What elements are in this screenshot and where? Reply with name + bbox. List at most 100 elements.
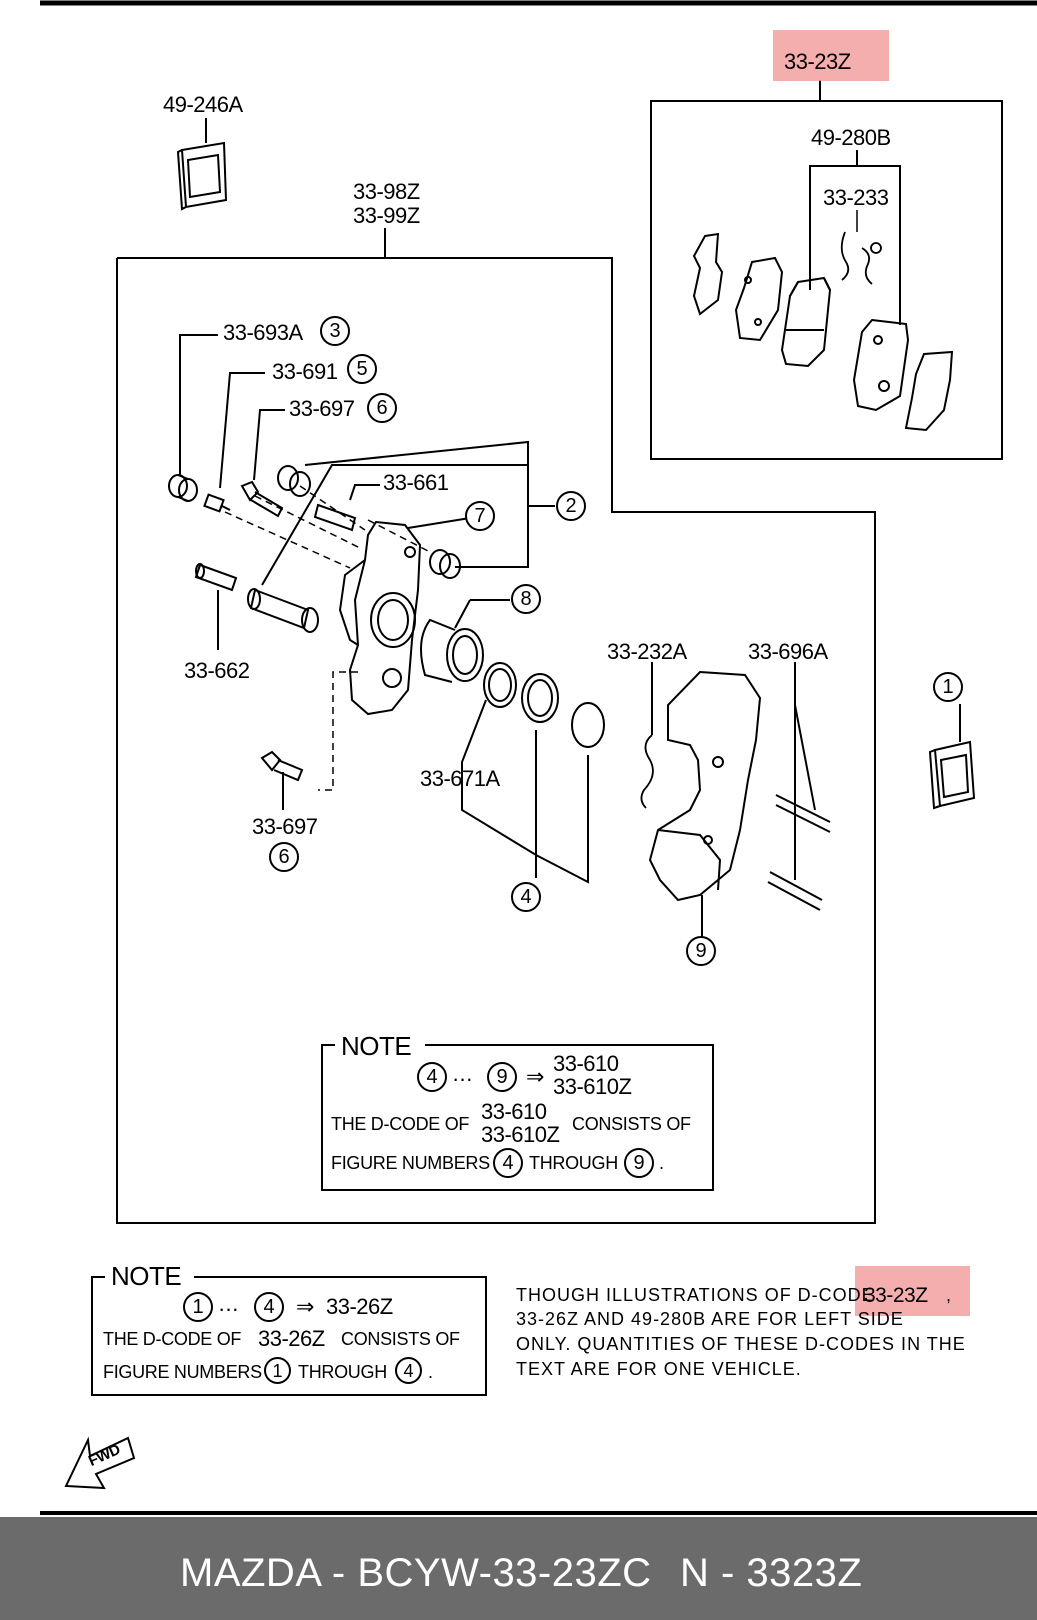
pad-kit-bracket <box>809 165 901 325</box>
label-33696A[interactable]: 33-696A <box>748 639 828 664</box>
note1-line3-mid: THROUGH <box>529 1153 618 1173</box>
bracket-4 <box>461 699 537 857</box>
callout-6-bottom[interactable]: 6 <box>269 842 299 872</box>
note2-code: 33-26Z <box>326 1294 393 1319</box>
label-3398Z[interactable]: 33-98Z <box>353 179 420 204</box>
note2-frame <box>91 1276 487 1396</box>
shim-left <box>692 232 724 316</box>
shim-inner-left <box>734 256 784 342</box>
label-33662[interactable]: 33-662 <box>184 658 250 683</box>
note1-line3-end: . <box>659 1153 664 1173</box>
label-33693A[interactable]: 33-693A <box>223 320 303 345</box>
label-33691[interactable]: 33-691 <box>272 359 338 384</box>
note2-line2-code: 33-26Z <box>258 1326 325 1351</box>
label-33232A[interactable]: 33-232A <box>607 639 687 664</box>
footer-bar: MAZDA - BCYW-33-23ZC N - 3323Z <box>0 1517 1037 1620</box>
shim-right <box>904 350 954 432</box>
parts-diagram <box>40 0 1037 1515</box>
pad-right <box>852 318 910 412</box>
bleeder-33691 <box>203 493 231 513</box>
note2-line2-post: CONSISTS OF <box>341 1329 460 1349</box>
highlight-note-code <box>855 1266 970 1316</box>
callout-6-top[interactable]: 6 <box>367 393 397 423</box>
note2-line3-from: 1 <box>264 1357 291 1384</box>
o-ring <box>571 702 605 748</box>
pad-kit-frame <box>650 100 1003 460</box>
note1-line2-code-a: 33-610 <box>481 1099 547 1124</box>
callout-2[interactable]: 2 <box>556 491 586 521</box>
bolt-33697b <box>260 750 304 782</box>
note2-line2-pre: THE D-CODE OF <box>103 1329 242 1349</box>
note1-code-a: 33-610 <box>553 1051 619 1076</box>
note1-dots: ··· <box>452 1066 473 1091</box>
main-frame <box>116 257 876 1224</box>
pad-clip <box>840 231 882 285</box>
label-33661[interactable]: 33-661 <box>383 470 449 495</box>
disclaimer-line1-pre: THOUGH ILLUSTRATIONS OF D-CODE <box>516 1285 875 1305</box>
label-33697-top[interactable]: 33-697 <box>289 396 355 421</box>
pad-set-icon-1 <box>928 740 976 810</box>
callout-5[interactable]: 5 <box>347 354 377 384</box>
callout-1[interactable]: 1 <box>933 672 963 702</box>
cap-right <box>429 549 461 579</box>
pad-left <box>780 276 832 368</box>
footer-part-number: MAZDA - BCYW-33-23ZC <box>180 1551 652 1595</box>
disclaimer-line3: ONLY. QUANTITIES OF THESE D-CODES IN THE <box>516 1334 966 1354</box>
bushing-33693A <box>168 474 198 502</box>
label-3399Z[interactable]: 33-99Z <box>353 203 420 228</box>
callout-3[interactable]: 3 <box>320 316 350 346</box>
disclaimer-line2: 33-26Z AND 49-280B ARE FOR LEFT SIDE <box>516 1309 904 1329</box>
footer-oem-code: N - 3323Z <box>680 1551 863 1595</box>
callout-4[interactable]: 4 <box>511 882 541 912</box>
piston-seal <box>521 673 559 723</box>
label-33671A[interactable]: 33-671A <box>420 766 500 791</box>
note1-line2-pre: THE D-CODE OF <box>331 1114 470 1134</box>
leader-33697a <box>253 409 285 481</box>
disclaimer-line1-code[interactable]: 33-23Z <box>864 1284 928 1307</box>
spring-33232A <box>640 734 654 809</box>
note2-dots: ··· <box>218 1296 239 1321</box>
note1-frame <box>321 1044 714 1191</box>
note1-code-b: 33-610Z <box>553 1074 632 1099</box>
fwd-arrow-icon <box>64 1436 136 1490</box>
note2-line3-mid: THROUGH <box>298 1362 387 1382</box>
sleeve-boot <box>247 588 319 633</box>
callout-8[interactable]: 8 <box>511 584 541 614</box>
leader-33661 <box>349 484 380 501</box>
piston <box>420 618 484 683</box>
callout-9[interactable]: 9 <box>686 936 716 966</box>
label-49280B[interactable]: 49-280B <box>811 125 891 150</box>
leader-33691 <box>219 372 265 489</box>
note1-title: NOTE <box>335 1033 418 1059</box>
caliper-body <box>338 520 422 716</box>
guide-pins <box>767 794 831 911</box>
cap-top <box>277 465 311 497</box>
leader-7 <box>407 517 471 529</box>
label-49246A[interactable]: 49-246A <box>163 92 243 117</box>
label-33233[interactable]: 33-233 <box>823 185 889 210</box>
note1-line3-from: 4 <box>493 1148 523 1178</box>
note1-line3-pre: FIGURE NUMBERS <box>331 1153 490 1173</box>
note2-arrow: ⇒ <box>296 1294 314 1319</box>
caliper-bracket <box>648 670 762 902</box>
disclaimer-line1-post: , <box>946 1285 953 1305</box>
bracket-2 <box>304 440 529 568</box>
dust-seal <box>483 662 517 708</box>
note1-line2-code-b: 33-610Z <box>481 1122 560 1147</box>
note1-line2-post: CONSISTS OF <box>572 1114 691 1134</box>
note2-to: 4 <box>254 1292 284 1322</box>
callout-7[interactable]: 7 <box>465 501 495 531</box>
note2-line3-pre: FIGURE NUMBERS <box>103 1362 262 1382</box>
note2-title: NOTE <box>105 1263 188 1289</box>
note1-to: 9 <box>487 1062 517 1092</box>
leader-33693A <box>179 334 218 475</box>
leader-33696A <box>794 662 816 811</box>
note1-arrow: ⇒ <box>526 1064 544 1089</box>
label-33697-bottom[interactable]: 33-697 <box>252 814 318 839</box>
note2-line3-to: 4 <box>395 1357 422 1384</box>
bolt-33697a <box>240 480 284 518</box>
note1-line3-to: 9 <box>624 1148 654 1178</box>
pin-33661 <box>313 503 357 532</box>
label-top-code[interactable]: 33-23Z <box>784 49 851 74</box>
pad-set-icon-49246A <box>176 141 228 211</box>
